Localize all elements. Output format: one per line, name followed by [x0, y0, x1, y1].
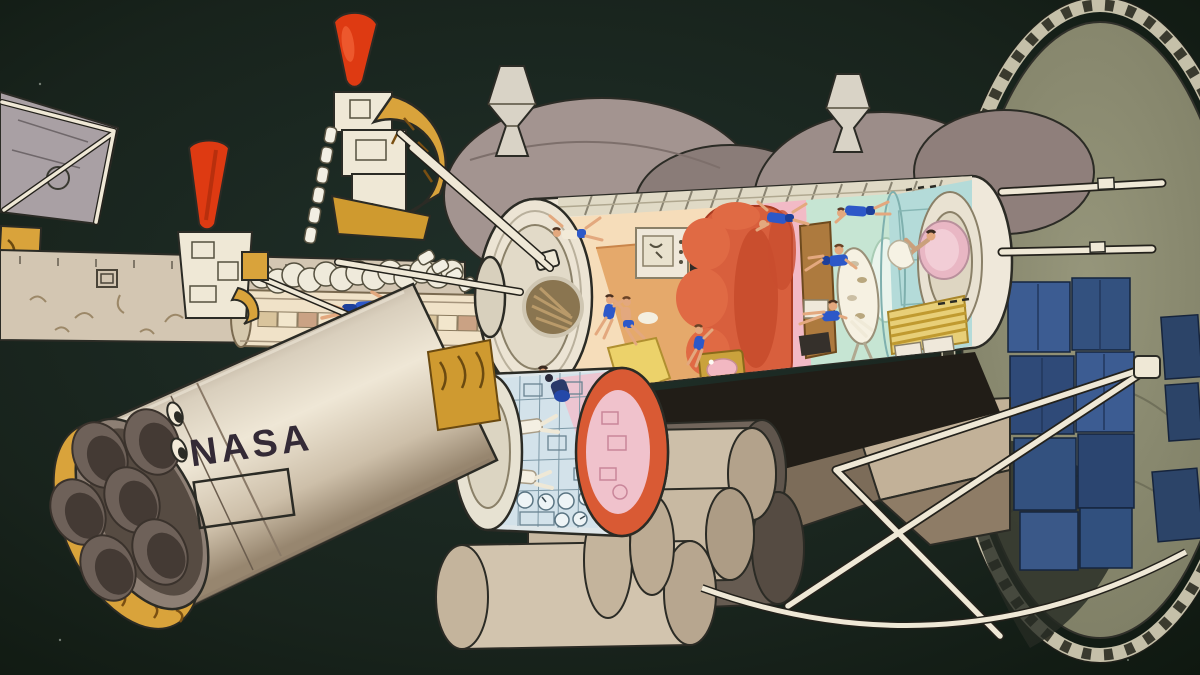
- propulsion-stage: NASA: [49, 282, 499, 630]
- hatch-port: [473, 255, 507, 339]
- strut-hub: [1133, 355, 1161, 379]
- astronaut-figure: [545, 374, 570, 402]
- docking-ring: [473, 197, 604, 397]
- astronaut-figure: [804, 243, 858, 272]
- astronaut-figure: [834, 200, 892, 224]
- thruster-cone: [187, 139, 231, 231]
- astronaut-figure: [594, 294, 626, 340]
- meal-table: [836, 247, 880, 369]
- towel: [887, 239, 915, 269]
- docking-probe: [824, 73, 872, 153]
- truss-struts: [334, 129, 554, 296]
- laptop: [798, 332, 832, 356]
- astronaut-figure: [798, 299, 874, 338]
- docking-probe: [486, 65, 538, 157]
- engine-cluster: [49, 408, 189, 602]
- habitat-module: [473, 174, 1014, 397]
- truss-struts: [700, 176, 1188, 641]
- astronaut-figure: [887, 229, 937, 271]
- astronaut-figure: [612, 296, 658, 346]
- far-radiator-panels: [1151, 313, 1200, 543]
- astronaut-figure: [755, 200, 810, 232]
- hull-placard: [192, 467, 296, 530]
- astronaut-figure: [686, 324, 714, 368]
- rcs-thruster-small: [176, 139, 269, 325]
- astronaut-figure: [548, 214, 604, 242]
- radiator-panels: [1007, 277, 1135, 571]
